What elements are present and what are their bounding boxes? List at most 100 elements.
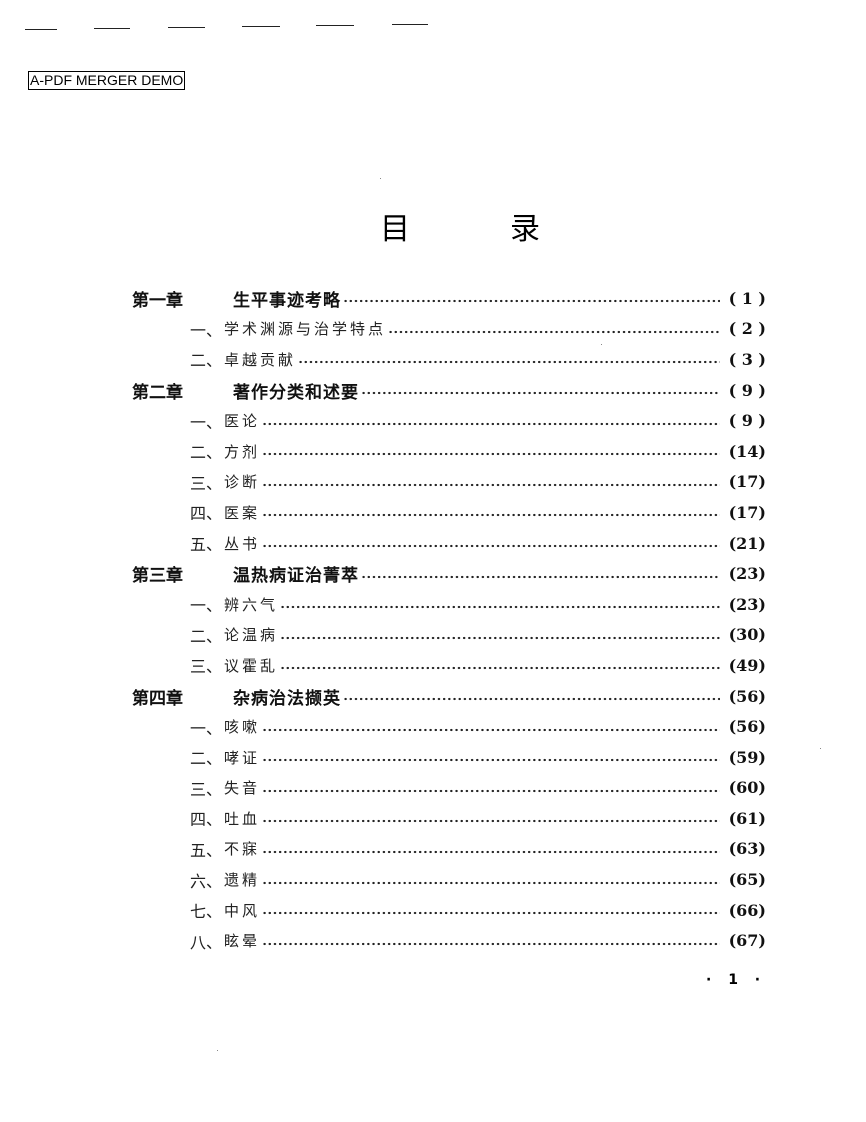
toc-entry-title: 医论 [224, 412, 261, 431]
toc-section-row: 二、哮证 (59) [130, 742, 766, 773]
toc-entry-title: 不寐 [224, 840, 261, 859]
dot-leader [262, 543, 720, 550]
header-rule [168, 27, 205, 28]
toc-entry-title: 中风 [224, 901, 261, 920]
toc-entry-title: 失音 [224, 779, 261, 798]
toc-entry-page: (56) [728, 717, 766, 737]
toc-entry-title: 议霍乱 [224, 656, 279, 675]
header-rule [94, 28, 130, 29]
dot-leader [262, 879, 720, 886]
toc-entry-number: 一、 [189, 412, 222, 432]
dot-leader [262, 512, 720, 519]
watermark-stamp: A-PDF MERGER DEMO [28, 71, 186, 90]
dot-leader [280, 634, 720, 641]
toc-chapter-row: 第一章 生平事迹考略 ( 1 ) [130, 283, 766, 314]
toc-section-row: 一、医论 ( 9 ) [130, 405, 766, 436]
toc-entry-number: 第三章 [132, 566, 183, 587]
table-of-contents: 第一章生平事迹考略( 1 )一、学术渊源与治学特点( 2 )二、卓越贡献( 3 … [130, 283, 766, 956]
toc-entry-page: (14) [728, 441, 766, 461]
dot-leader [262, 481, 720, 488]
header-rule [242, 26, 280, 27]
toc-entry-number: 二、 [189, 351, 222, 371]
dot-leader [361, 573, 720, 580]
dot-leader [280, 604, 720, 611]
toc-entry-title: 杂病治法撷英 [233, 688, 341, 709]
dot-leader [262, 910, 720, 917]
toc-section-row: 四、医案 (17) [130, 497, 766, 528]
toc-entry-page: (66) [728, 900, 766, 920]
toc-entry-page: (65) [728, 870, 766, 890]
toc-entry-number: 四、 [189, 810, 222, 830]
toc-entry-page: ( 3 ) [728, 349, 766, 369]
toc-entry-number: 三、 [189, 779, 222, 799]
toc-entry-number: 六、 [189, 871, 222, 891]
toc-entry-number: 一、 [189, 320, 222, 340]
toc-entry-title: 咳嗽 [224, 718, 261, 737]
toc-entry-page: (59) [728, 747, 766, 767]
toc-entry-page: (61) [728, 808, 766, 828]
toc-entry-page: (23) [728, 564, 766, 584]
dot-leader [262, 451, 720, 458]
toc-entry-number: 五、 [189, 840, 222, 860]
toc-entry-number: 第一章 [132, 290, 183, 311]
toc-section-row: 三、议霍乱(49) [130, 650, 766, 681]
toc-entry-page: (17) [728, 502, 766, 522]
dot-leader [262, 757, 720, 764]
scan-speck [217, 1050, 218, 1051]
toc-entry-title: 医案 [224, 503, 261, 522]
toc-entry-title: 卓越贡献 [224, 350, 297, 369]
toc-entry-page: ( 9 ) [728, 380, 766, 400]
toc-entry-number: 二、 [189, 626, 222, 646]
header-rule [392, 24, 428, 25]
dot-leader [262, 940, 720, 947]
header-rule [25, 29, 57, 30]
toc-chapter-row: 第四章杂病治法撷英(56) [130, 681, 766, 712]
dot-leader [262, 848, 720, 855]
toc-chapter-row: 第三章 温热病证治菁萃 (23) [130, 558, 766, 589]
page-title: 目 录 [380, 210, 540, 250]
toc-entry-title: 著作分类和述要 [233, 382, 359, 403]
toc-section-row: 五、不寐 (63) [130, 834, 766, 865]
toc-entry-title: 遗精 [224, 871, 261, 890]
toc-entry-page: (67) [728, 931, 766, 951]
toc-entry-title: 丛书 [224, 534, 261, 553]
toc-entry-number: 五、 [189, 535, 222, 555]
toc-entry-page: ( 1 ) [728, 288, 766, 308]
page-title-char-1: 目 [380, 212, 410, 247]
toc-entry-title: 诊断 [224, 473, 261, 492]
toc-section-row: 二、方剂(14) [130, 436, 766, 467]
toc-entry-page: ( 9 ) [728, 411, 766, 431]
toc-entry-number: 七、 [189, 902, 222, 922]
toc-entry-page: (56) [728, 686, 766, 706]
toc-entry-page: (17) [728, 472, 766, 492]
toc-entry-number: 二、 [189, 443, 222, 463]
toc-section-row: 四、吐血(61) [130, 803, 766, 834]
toc-section-row: 七、中风 (66) [130, 895, 766, 926]
dot-leader [262, 420, 720, 427]
toc-section-row: 一、学术渊源与治学特点 ( 2 ) [130, 314, 766, 345]
dot-leader [262, 726, 720, 733]
dot-leader [361, 390, 720, 397]
toc-entry-page: ( 2 ) [728, 319, 766, 339]
dot-leader [280, 665, 720, 672]
toc-section-row: 八、眩晕(67) [130, 925, 766, 956]
toc-entry-number: 一、 [189, 718, 222, 738]
toc-section-row: 一、咳嗽 (56) [130, 711, 766, 742]
toc-section-row: 二、卓越贡献 ( 3 ) [130, 344, 766, 375]
toc-entry-page: (63) [728, 839, 766, 859]
toc-entry-title: 学术渊源与治学特点 [224, 320, 387, 339]
toc-entry-page: (23) [728, 594, 766, 614]
toc-entry-number: 四、 [189, 504, 222, 524]
toc-entry-title: 哮证 [224, 748, 261, 767]
toc-entry-title: 温热病证治菁萃 [233, 566, 359, 587]
toc-entry-title: 生平事迹考略 [233, 290, 341, 311]
page-title-char-2: 录 [510, 212, 540, 247]
dot-leader [343, 298, 720, 305]
toc-entry-number: 三、 [189, 657, 222, 677]
toc-chapter-row: 第二章 著作分类和述要 ( 9 ) [130, 375, 766, 406]
dot-leader [388, 328, 720, 335]
toc-section-row: 二、论温病(30) [130, 620, 766, 651]
scan-speck [601, 344, 602, 345]
toc-entry-number: 第二章 [132, 382, 183, 403]
toc-entry-number: 二、 [189, 749, 222, 769]
